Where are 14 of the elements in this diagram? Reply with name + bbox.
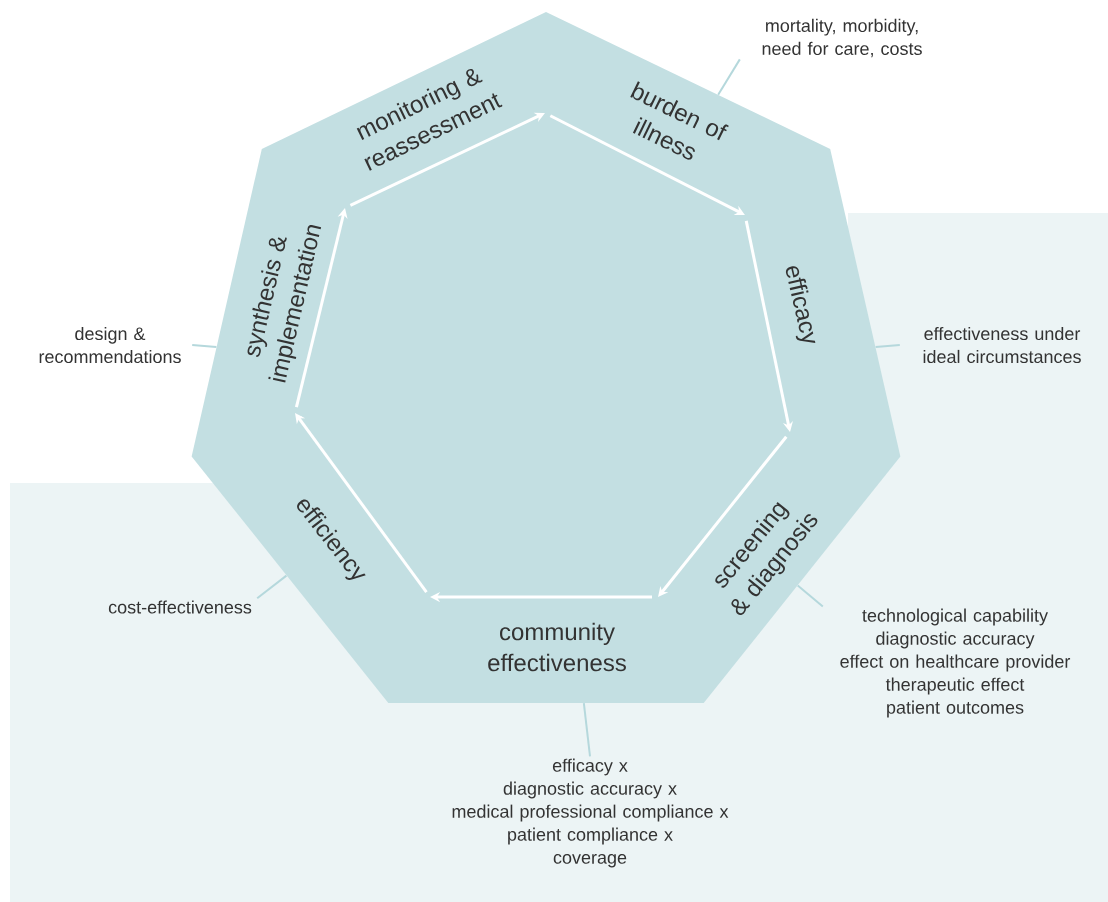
stage-label: efficacy [785,266,816,343]
leader-line [256,574,288,600]
annotation-text: mortality, morbidity, need for care, costs [762,18,922,58]
annotation-text: effectiveness under ideal circumstances [923,326,1081,364]
leader-line [874,344,901,349]
annotation-text: efficacy x diagnostic accuracy x medical professional compliance x patient compliance x coverage [452,758,729,868]
leader-line [582,702,591,758]
annotation-text: technological capability diagnostic accuracy effect on healthcare provider therapeutic effect patient outcomes [840,608,1071,718]
leader-line [191,344,218,349]
annotation-text: design & recommendations [39,326,181,364]
leader-line [796,584,824,608]
annotation-text: cost-effectiveness [108,600,252,614]
stage-label: community effectiveness [488,622,626,672]
leader-line [717,58,741,96]
